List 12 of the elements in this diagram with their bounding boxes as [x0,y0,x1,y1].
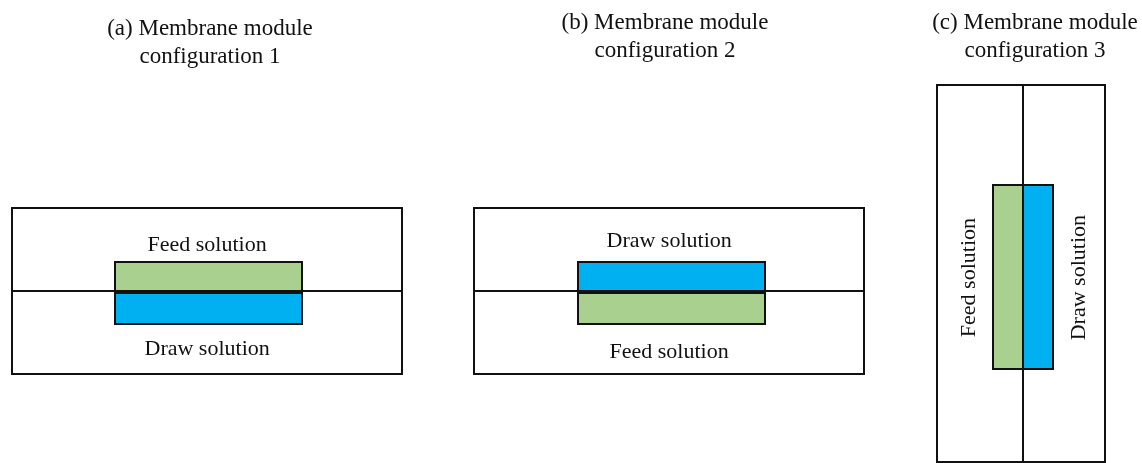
solution-label: Draw solution [606,227,732,253]
solution-label: Draw solution [1065,214,1091,340]
panel-heading: (b) Membrane module configuration 2 [560,8,770,64]
module-frame [473,207,865,375]
module-frame [11,207,403,375]
solution-label: Feed solution [147,231,267,257]
module-frame [936,84,1106,463]
solution-label: Draw solution [144,335,270,361]
solution-label: Feed solution [955,217,981,337]
panel-heading: (a) Membrane module configuration 1 [106,14,314,70]
solution-label: Feed solution [609,338,729,364]
panel-heading: (c) Membrane module configuration 3 [931,8,1139,64]
